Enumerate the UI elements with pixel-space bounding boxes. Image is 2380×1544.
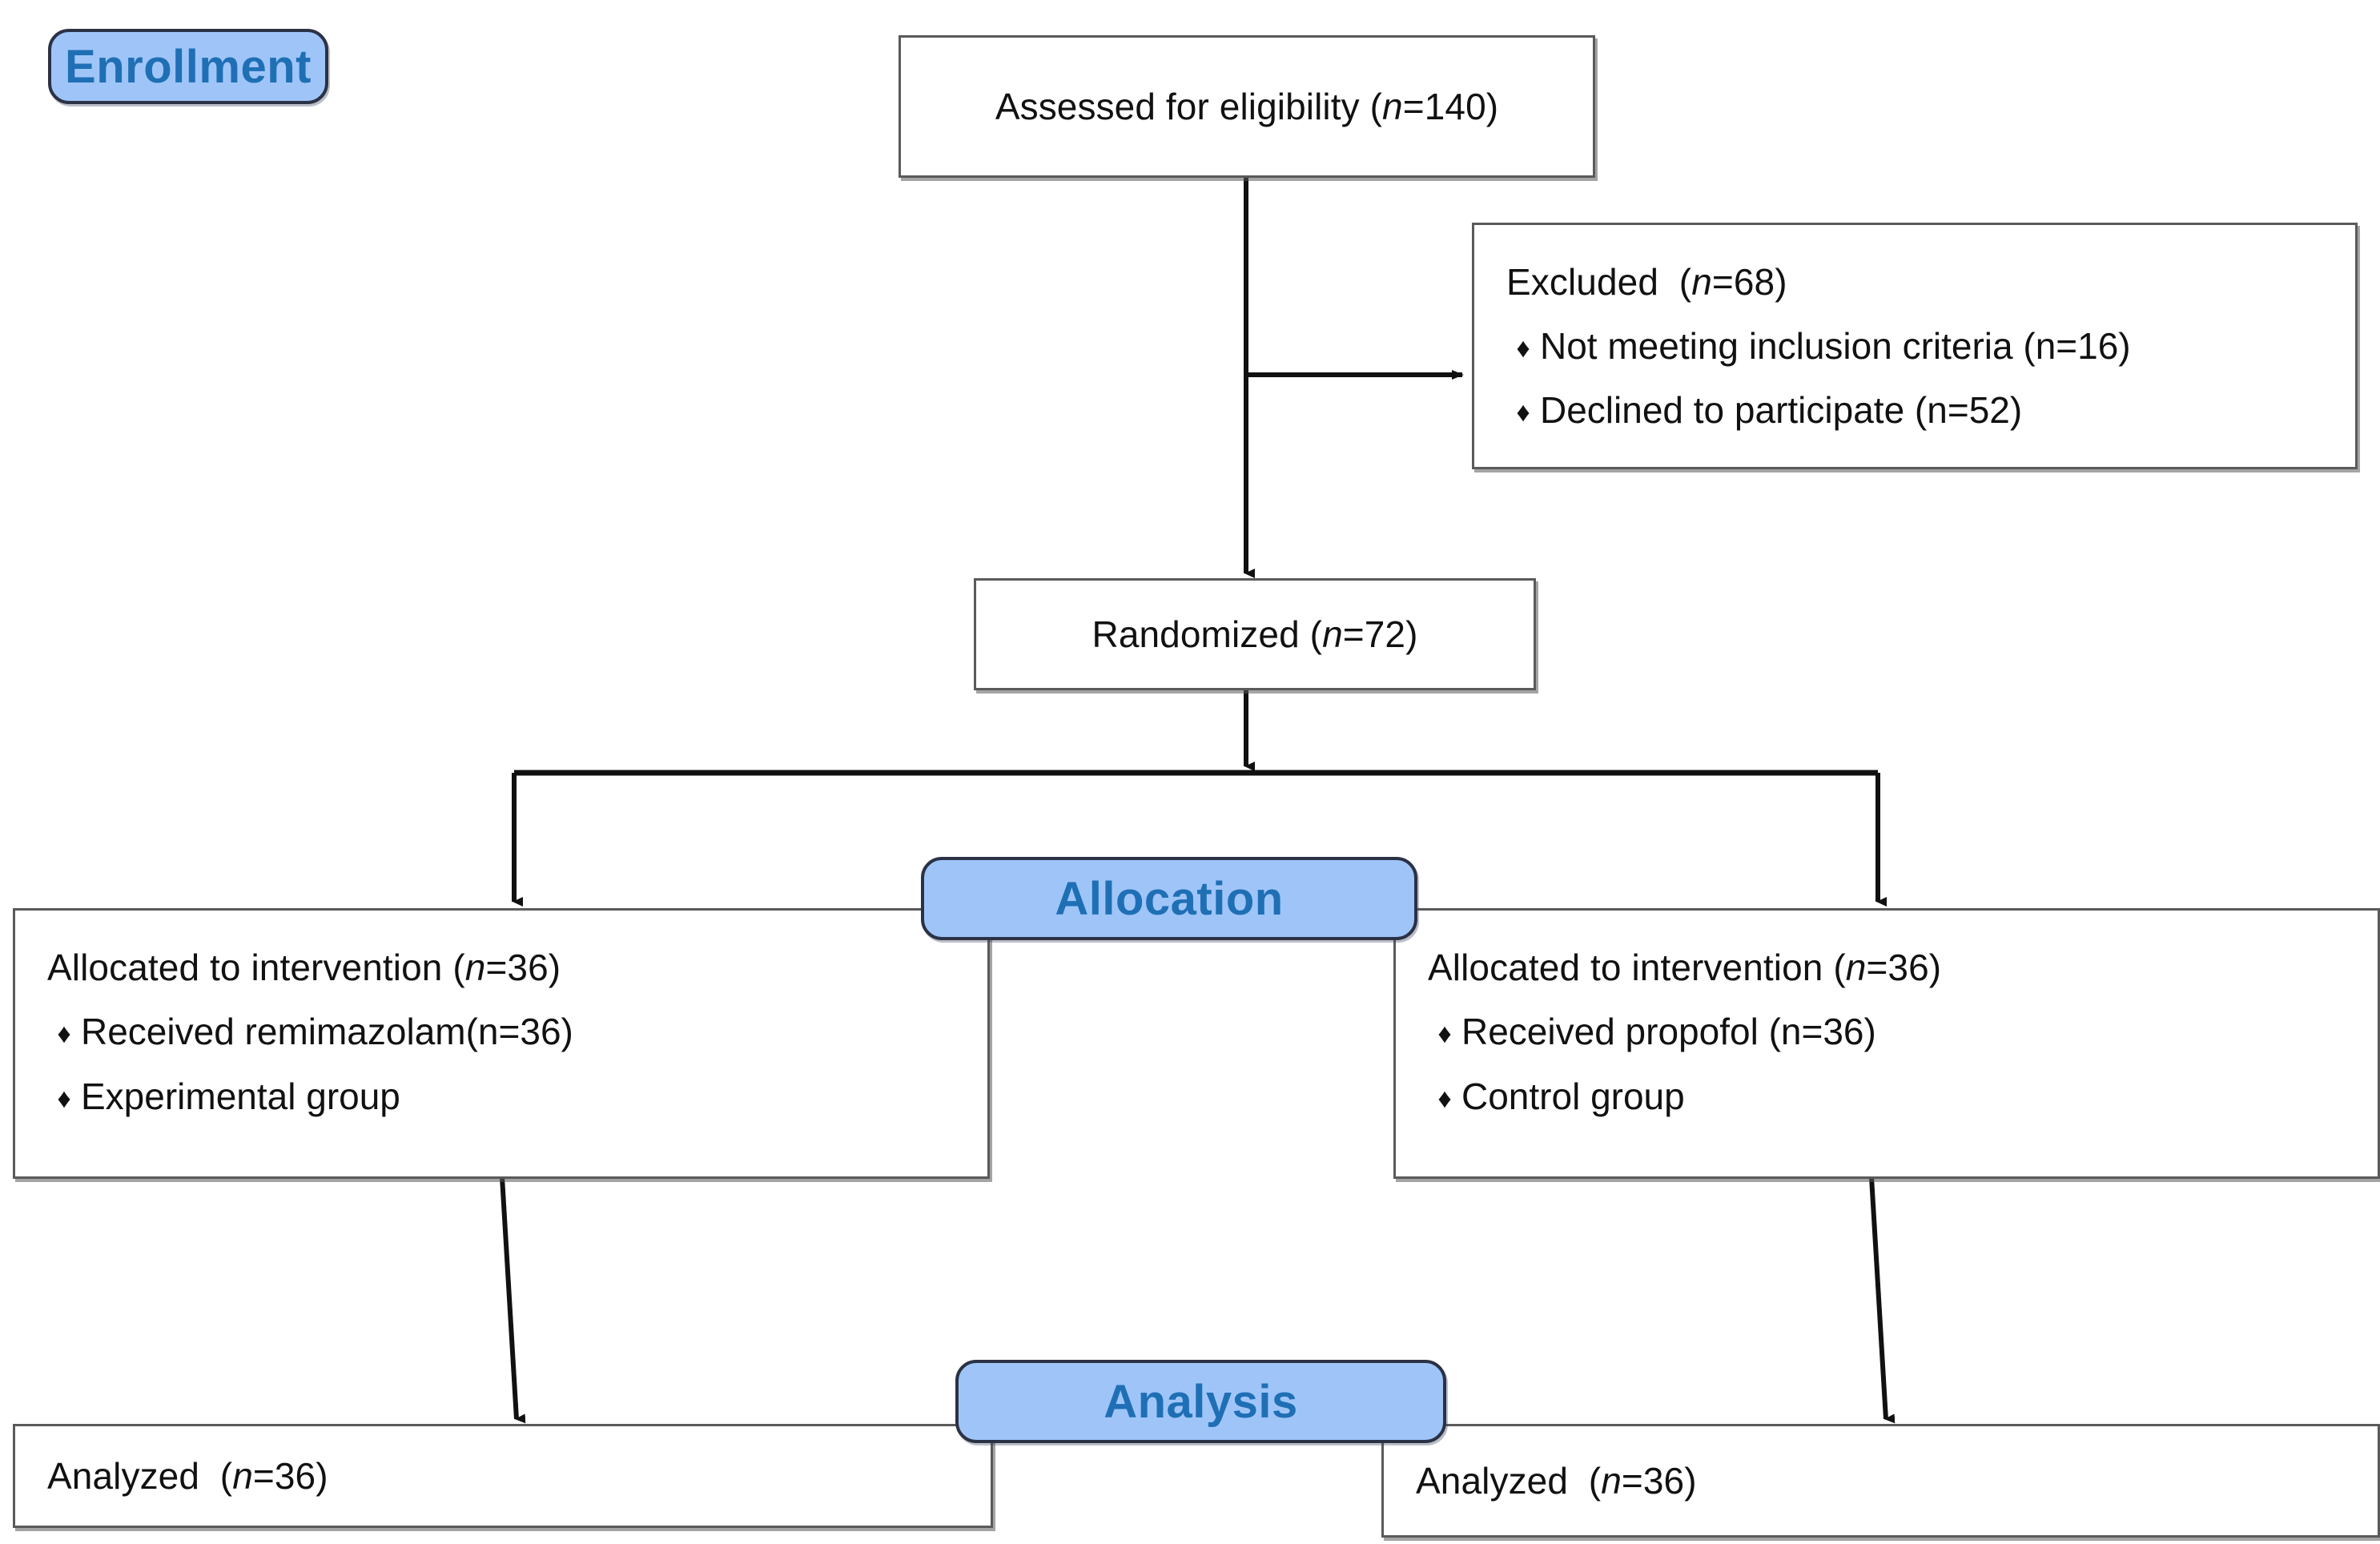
allocated-right-heading-n-symbol: n [1845,947,1867,988]
excluded-item-0-prefix: Not meeting inclusion criteria ( [1540,324,2036,367]
excluded-item-1: Declined to participate (n=52) [1540,388,2022,432]
diamond-bullet-icon: ♦ [1437,1019,1452,1050]
excluded-heading-n-symbol: n [1691,260,1712,303]
list-item: ♦ Control group [1428,1075,2358,1118]
allocated-left-heading-n-symbol: n [464,947,486,988]
randomized-suffix: =72) [1342,613,1418,655]
randomized-n-symbol: n [1322,613,1343,655]
excluded-heading: Excluded (n=68) [1506,260,2336,304]
assessed-prefix: Assessed for eligibility ( [995,85,1383,127]
excluded-item-1-suffix: =52) [1947,389,2023,432]
list-item: ♦ Received remimazolam(n=36) [47,1010,968,1053]
assessed-text: Assessed for eligibility (n=140) [995,85,1498,128]
node-assessed-for-eligibility: Assessed for eligibility (n=140) [899,35,1595,178]
analyzed-right-text: Analyzed (n=36) [1416,1459,2358,1502]
allocated-right-heading-suffix: =36) [1866,947,1942,988]
allocated-left-heading: Allocated to intervention (n=36) [47,946,968,989]
excluded-heading-suffix: =68) [1711,260,1787,303]
list-item: ♦ Experimental group [47,1075,968,1118]
node-allocated-experimental: Allocated to intervention (n=36) ♦ Recei… [13,908,990,1179]
diamond-bullet-icon: ♦ [1516,397,1530,428]
stage-badge-allocation: Allocation [921,857,1417,940]
connector-right-allocation-to-analyzed [1869,1176,1896,1424]
connector-left-allocation-to-analyzed [500,1176,526,1424]
allocated-right-heading-prefix: Allocated to intervention ( [1428,947,1846,988]
randomized-text: Randomized (n=72) [1092,613,1418,656]
excluded-item-1-n-symbol: n [1927,389,1948,432]
allocated-right-heading: Allocated to intervention (n=36) [1428,946,2358,989]
allocated-left-heading-prefix: Allocated to intervention ( [47,947,465,988]
allocated-left-item-1: Experimental group [81,1075,400,1118]
node-excluded: Excluded (n=68) ♦ Not meeting inclusion … [1472,223,2358,469]
excluded-item-0-n-symbol: n [2035,324,2056,367]
allocated-left-item-0-prefix: Received remimazolam( [81,1011,478,1053]
allocated-left-heading-suffix: =36) [485,947,561,988]
analyzed-left-text: Analyzed (n=36) [47,1454,971,1498]
assessed-suffix: =140) [1402,85,1499,127]
analyzed-right-prefix: Analyzed ( [1416,1459,1602,1502]
list-item: ♦ Not meeting inclusion criteria (n=16) [1506,324,2336,368]
list-item: ♦ Declined to participate (n=52) [1506,388,2336,432]
analyzed-right-n-symbol: n [1601,1459,1622,1502]
node-randomized: Randomized (n=72) [974,578,1536,690]
allocated-right-item-0-n-symbol: n [1780,1011,1802,1053]
analyzed-left-n-symbol: n [232,1454,253,1497]
node-allocated-control: Allocated to intervention (n=36) ♦ Recei… [1393,908,2380,1179]
stage-label-enrollment: Enrollment [65,40,312,93]
stage-label-allocation: Allocation [1055,872,1284,925]
diamond-bullet-icon: ♦ [1437,1083,1452,1114]
stage-badge-enrollment: Enrollment [48,29,328,104]
list-item: ♦ Received propofol (n=36) [1428,1010,2358,1053]
allocated-left-item-0-suffix: =36) [498,1011,573,1053]
diamond-bullet-icon: ♦ [57,1083,71,1114]
node-analyzed-experimental: Analyzed (n=36) [13,1424,993,1528]
excluded-item-1-prefix: Declined to participate ( [1540,389,1928,432]
allocated-right-item-0: Received propofol (n=36) [1461,1010,1876,1053]
allocated-right-item-1-prefix: Control group [1461,1075,1685,1117]
stage-badge-analysis: Analysis [955,1360,1446,1443]
analyzed-left-suffix: =36) [252,1454,328,1497]
assessed-n-symbol: n [1382,85,1403,127]
allocated-left-item-0-n-symbol: n [477,1011,499,1053]
allocated-right-item-0-suffix: =36) [1801,1011,1876,1053]
randomized-prefix: Randomized ( [1092,613,1323,655]
allocated-right-item-1: Control group [1461,1075,1685,1118]
excluded-item-0-suffix: =16) [2056,324,2131,367]
diamond-bullet-icon: ♦ [57,1019,71,1050]
analyzed-right-suffix: =36) [1621,1459,1697,1502]
excluded-heading-prefix: Excluded ( [1506,260,1692,303]
diamond-bullet-icon: ♦ [1516,332,1530,364]
allocated-left-item-0: Received remimazolam(n=36) [81,1010,573,1053]
allocated-right-item-0-prefix: Received propofol ( [1461,1011,1781,1053]
excluded-item-0: Not meeting inclusion criteria (n=16) [1540,324,2131,368]
node-analyzed-control: Analyzed (n=36) [1381,1424,2380,1538]
allocated-left-item-1-prefix: Experimental group [81,1075,400,1117]
analyzed-left-prefix: Analyzed ( [47,1454,233,1497]
stage-label-analysis: Analysis [1104,1375,1298,1428]
